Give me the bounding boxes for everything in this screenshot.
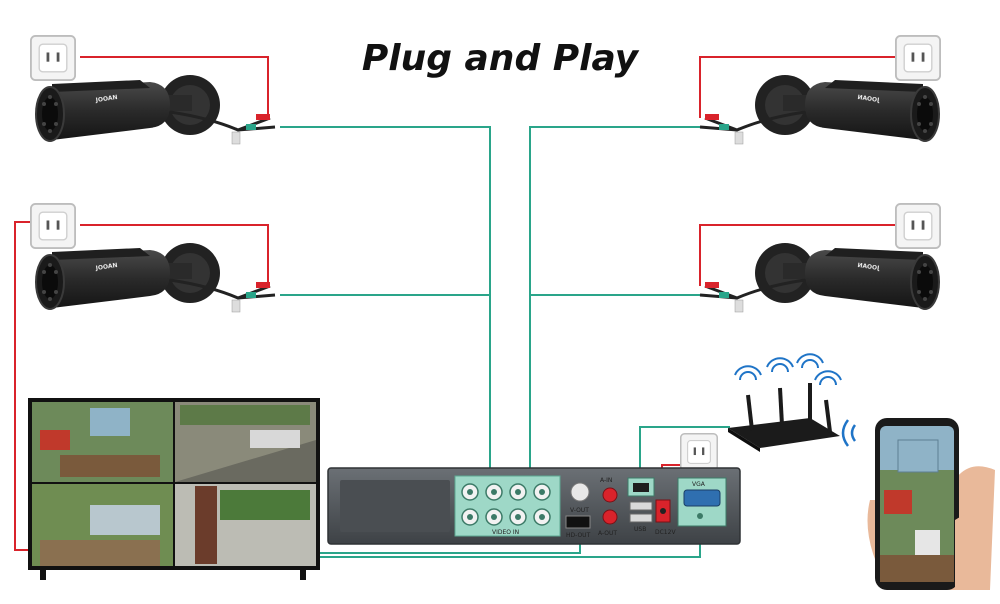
power-wire-cam4 (699, 224, 895, 286)
bullet-camera-icon (34, 241, 277, 314)
wifi-signal-icon (734, 353, 842, 386)
wifi-signal-icon (841, 419, 857, 447)
power-outlet-icon (30, 203, 76, 249)
audio-out-label: A-OUT (598, 530, 617, 537)
bullet-camera-icon (698, 241, 941, 314)
power-wire-cam2 (80, 224, 269, 283)
video-wire-cam1 (280, 126, 491, 478)
bullet-camera-icon: JOOAN (35, 75, 276, 145)
lan-wire-router (639, 426, 730, 480)
bullet-camera-icon (698, 73, 941, 146)
power-outlet-icon (895, 35, 941, 81)
page-title: Plug and Play (361, 38, 639, 79)
audio-in-label: A-IN (600, 477, 612, 484)
vga-label: VGA (692, 481, 706, 488)
power-wire-cam3 (699, 56, 895, 118)
camera-brand-label: JOOAN (94, 94, 118, 104)
hd-out-label: HD-OUT (566, 532, 591, 539)
power-wire-monitor (14, 221, 30, 551)
power-outlet-icon (680, 433, 718, 471)
video-out-label: V-OUT (570, 507, 589, 514)
power-outlet-icon (30, 35, 76, 81)
video-wires (280, 126, 730, 558)
monitor-icon (28, 398, 320, 580)
video-in-label: VIDEO IN (492, 529, 519, 536)
video-wire-cam3 (529, 126, 700, 478)
bnc-ports (461, 483, 551, 526)
power-wire-cam1 (80, 56, 269, 115)
dc-label: DC12V (655, 529, 676, 536)
dvr-recorder-icon: VIDEO IN V-OUT HD-OUT A-IN A-OUT USB DC1… (327, 467, 741, 545)
wifi-router-icon (728, 353, 842, 452)
smartphone-icon (867, 418, 995, 590)
usb-label: USB (634, 526, 646, 533)
power-outlet-icon (895, 203, 941, 249)
